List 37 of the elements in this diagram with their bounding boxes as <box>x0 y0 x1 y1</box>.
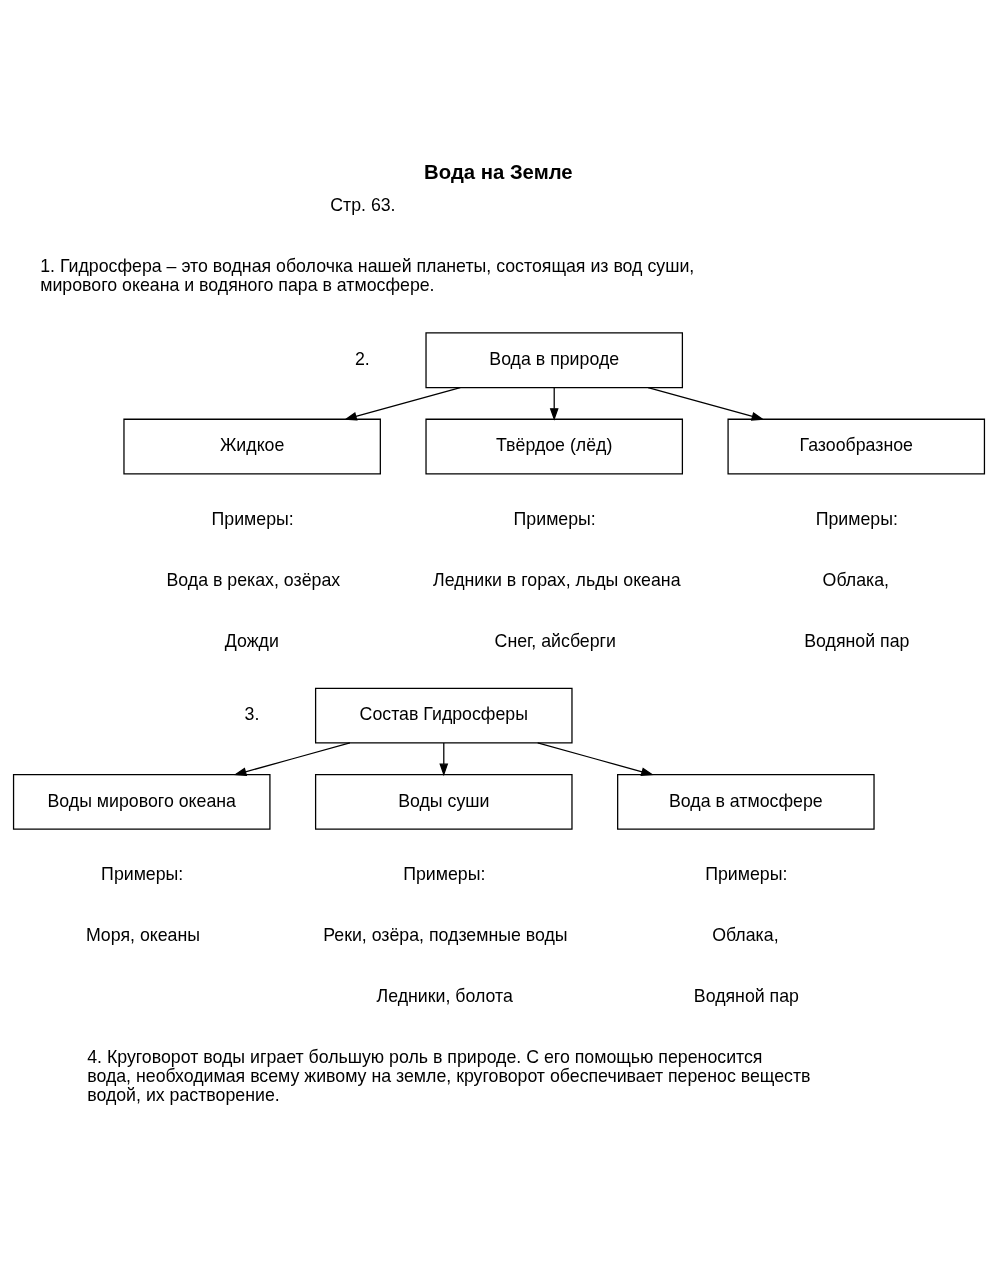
label: Вода в реках, озёрах <box>166 569 341 590</box>
label: Облака, <box>712 925 779 946</box>
label: 1. Гидросфера – это водная оболочка нашей планеты, состоящая из вод суши, мирового океана и водяного пара в атмосфере. <box>40 256 695 296</box>
label: 4. Круговорот воды играет большую роль в природе. С его помощью переносится вода, необходимая всему живому на земле, круговорот обеспечивает перенос веществ водой, их растворение. <box>87 1046 811 1106</box>
label: 2. <box>354 348 370 369</box>
label: Облака, <box>822 569 889 590</box>
label: Водяной пар <box>693 986 799 1007</box>
label: Примеры: <box>513 508 596 529</box>
label: Ледники, болота <box>376 986 513 1007</box>
label: Примеры: <box>815 508 898 529</box>
arrow <box>537 742 654 776</box>
arrow <box>344 386 461 421</box>
arrow <box>439 742 449 777</box>
label: Примеры: <box>101 864 184 885</box>
label: Стр. 63. <box>330 195 396 216</box>
arrow <box>647 386 765 421</box>
label: 3. <box>244 704 260 725</box>
label: Дожди <box>224 630 279 651</box>
label: Примеры: <box>211 508 294 529</box>
node-box: Твёрдое (лёд) <box>425 418 684 475</box>
node-box: Состав Гидросферы <box>314 687 573 744</box>
label: Реки, озёра, подземные воды <box>323 925 568 946</box>
label: Ледники в горах, льды океана <box>433 569 681 590</box>
node-box: Воды мирового океана <box>12 773 271 830</box>
label: Водяной пар <box>804 630 910 651</box>
node-box: Газообразное <box>727 418 986 475</box>
node-box: Воды суши <box>314 773 573 830</box>
node-box: Жидкое <box>123 418 381 475</box>
label: Примеры: <box>705 864 788 885</box>
label: Примеры: <box>403 864 486 885</box>
arrow <box>233 742 351 776</box>
arrow <box>549 386 559 421</box>
diagram-title: Вода на Земле <box>424 161 573 184</box>
label: Снег, айсберги <box>494 630 616 651</box>
node-box: Вода в атмосфере <box>617 773 875 830</box>
label: Моря, океаны <box>85 925 201 946</box>
node-box: Вода в природе <box>425 332 684 389</box>
